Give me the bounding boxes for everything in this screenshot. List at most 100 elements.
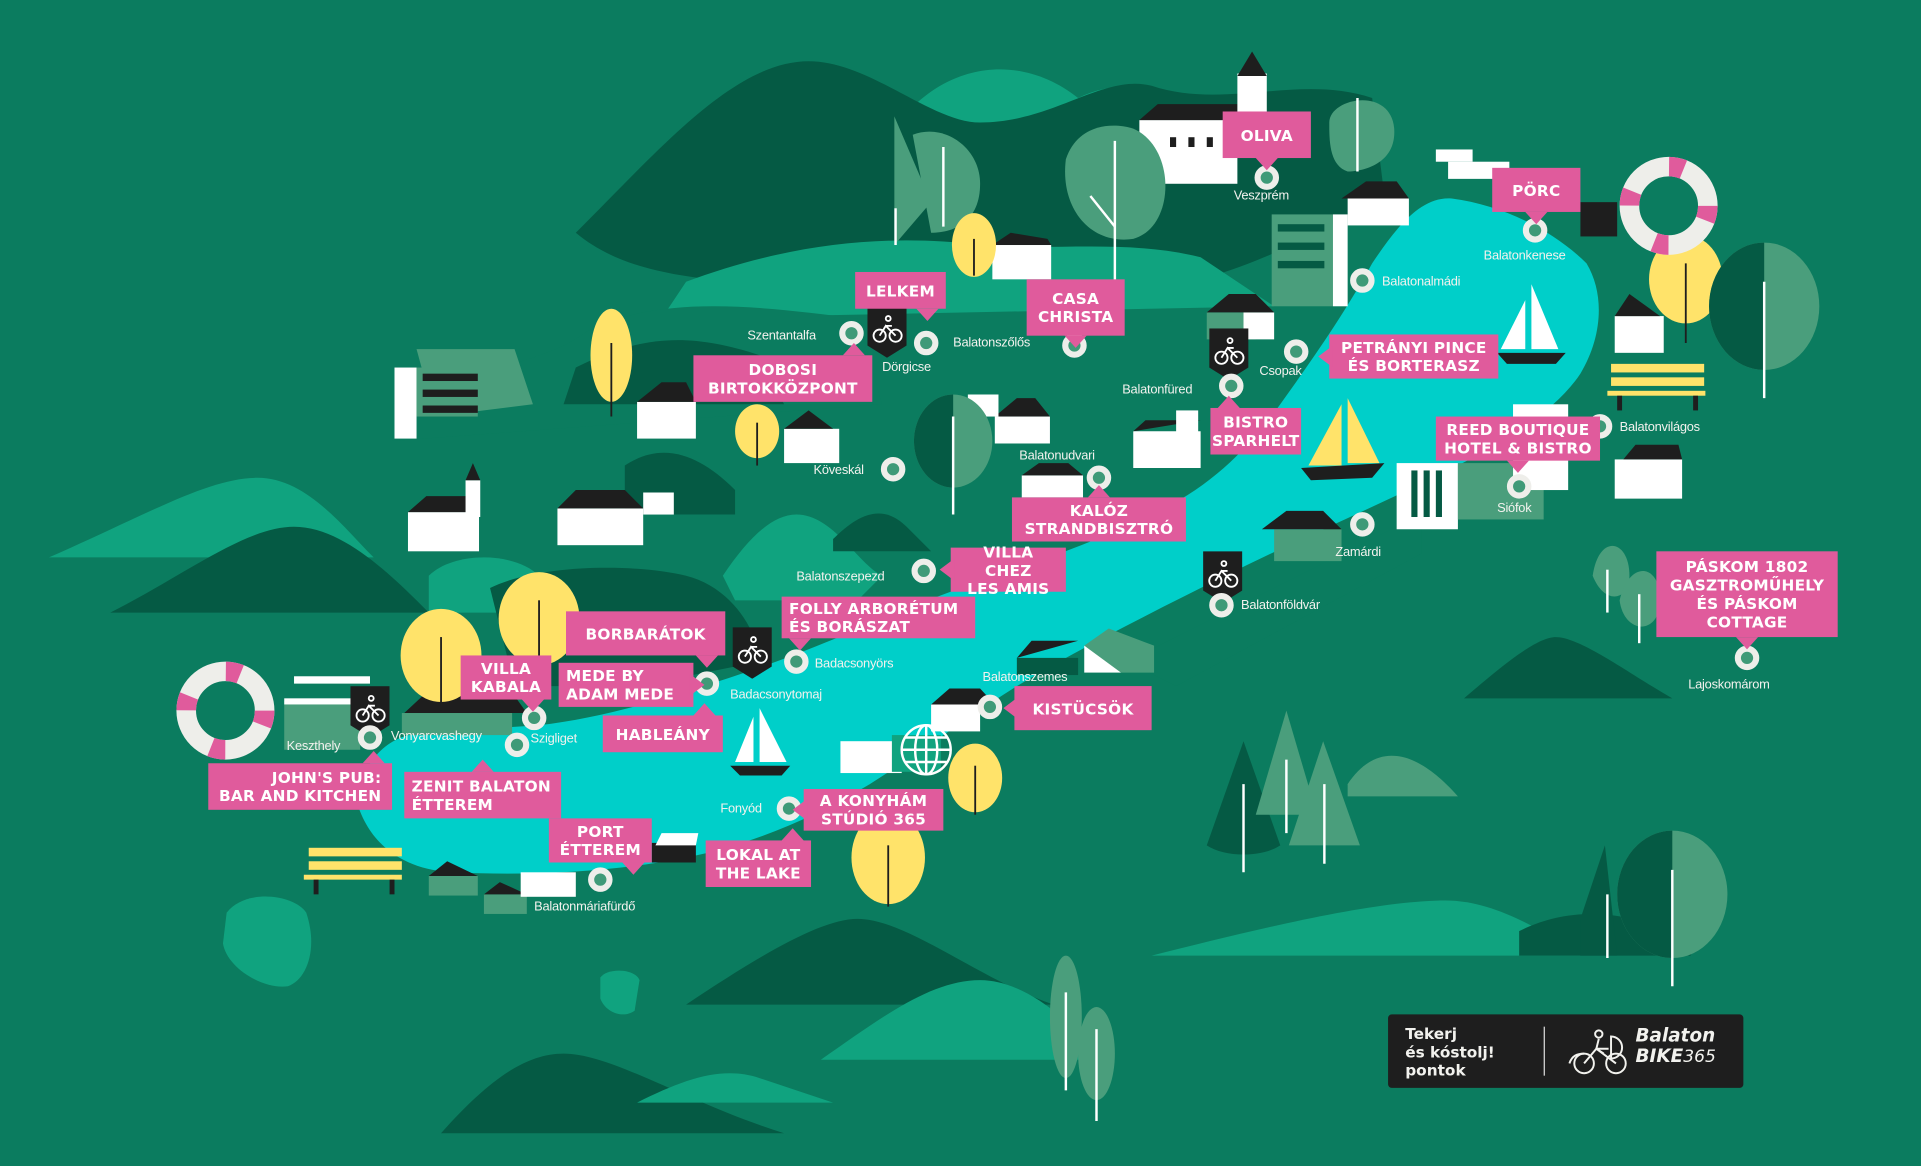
venue-tag-hableany[interactable]: Hableány — [602, 703, 723, 753]
town-marker-icon[interactable] — [1283, 339, 1309, 364]
town-marker-icon[interactable] — [911, 558, 936, 584]
town-label: Balatonszőlős — [953, 335, 1031, 351]
venue-tag-kaloz[interactable]: Kalóz Strandbisztró — [1011, 485, 1186, 542]
venue-tag-petranyi[interactable]: Petrányi Pince és Borterasz — [1318, 334, 1499, 379]
town-label: Siófok — [1497, 501, 1532, 516]
hill — [110, 526, 429, 613]
town-marker-icon[interactable] — [357, 725, 383, 750]
sailboat-icon — [730, 708, 791, 776]
sailboat-icon — [1301, 398, 1385, 481]
town-label: Badacsonytomaj — [730, 687, 822, 702]
town-marker-icon[interactable] — [504, 732, 530, 758]
town-label: Zamárdi — [1335, 545, 1381, 560]
town-label: Vonyarcvashegy — [390, 728, 482, 744]
house-icon — [637, 382, 840, 464]
venue-tag-kistucsok[interactable]: Kistücsök — [1003, 686, 1152, 731]
town-label: Szentantalfa — [747, 328, 816, 344]
town-label: Balatonmáriafürdő — [534, 899, 636, 914]
venue-tag-johns-pub[interactable]: John's Pub: Bar and Kitchen — [208, 751, 393, 810]
tree-icon — [948, 743, 1003, 815]
town-marker-icon[interactable] — [588, 867, 613, 892]
tree-icon — [1619, 571, 1661, 644]
town-label: Veszprém — [1233, 188, 1289, 204]
tree-icon — [498, 572, 580, 666]
house-icon — [1271, 214, 1348, 307]
tree-icon — [1329, 98, 1395, 172]
town-marker-icon[interactable] — [913, 330, 939, 356]
town-label: Badacsonyörs — [814, 656, 894, 672]
venue-tag-oliva[interactable]: Oliva — [1222, 111, 1311, 171]
church-icon — [407, 463, 481, 552]
venue-tag-mede[interactable]: Mede by Adam Mede — [558, 662, 705, 707]
town-label: Balatonkenese — [1483, 248, 1566, 264]
town-marker-icon[interactable] — [1350, 512, 1375, 537]
venue-tag-lelkem[interactable]: Lelkem — [855, 271, 946, 321]
town-label: Balatonalmádi — [1381, 274, 1461, 290]
venue-tag-port-etterem[interactable]: Port Étterem — [548, 818, 652, 875]
tree-icon — [735, 404, 780, 466]
bike-point-icon — [867, 306, 907, 358]
venue-tag-paskom[interactable]: Páskom 1802 Gasztroműhely és Páskom Cott… — [1656, 551, 1838, 650]
tree-icon — [1709, 242, 1820, 399]
town-marker-icon[interactable] — [880, 456, 906, 482]
town-label: Balatonfüred — [1122, 382, 1193, 397]
house-icon — [557, 490, 674, 546]
town-marker-icon[interactable] — [784, 649, 809, 674]
town-label: Balatonföldvár — [1241, 597, 1320, 613]
town-label: Köveskál — [813, 463, 864, 478]
bench-icon — [1607, 363, 1706, 411]
venue-tag-porc[interactable]: Pörc — [1492, 167, 1581, 225]
town-label: Szigliget — [530, 731, 577, 747]
bench-icon — [303, 847, 402, 895]
venue-tag-zenit[interactable]: Zenit Balaton Étterem — [404, 759, 562, 819]
venue-tag-lokal-at-the-lake[interactable]: Lokal at the Lake — [705, 828, 812, 887]
tree-icon — [912, 131, 981, 233]
town-marker-icon[interactable] — [1350, 268, 1375, 293]
tree-icon — [951, 213, 997, 277]
venue-tag-villa-chez-les-amis[interactable]: Villa Chez Les Amis — [939, 542, 1066, 597]
legend-divider — [1543, 1026, 1545, 1076]
town-marker-icon[interactable] — [1209, 592, 1234, 618]
tree-icon — [590, 308, 633, 417]
town-label: Dörgicse — [882, 360, 931, 375]
town-label: Fonyód — [720, 801, 762, 816]
hill — [833, 513, 932, 552]
venue-tag-borbaratok[interactable]: Borbarátok — [566, 611, 726, 668]
tree-icon — [1649, 235, 1723, 344]
house-icon — [1021, 463, 1084, 498]
venue-tag-reed-boutique[interactable]: Reed Boutique Hotel & Bistro — [1435, 416, 1601, 473]
hill — [441, 1053, 785, 1134]
venue-tag-casa-christa[interactable]: Casa Christa — [1026, 279, 1125, 348]
town-label: Balatonszemes — [982, 670, 1068, 685]
tree-icon — [1288, 741, 1360, 864]
venue-tag-bistro-sparhelt[interactable]: Bistro Sparhelt — [1210, 395, 1302, 455]
tree-icon — [1592, 545, 1630, 613]
bike-point-icon — [1209, 328, 1249, 380]
venue-tag-villa-kabala[interactable]: Villa Kabala — [460, 655, 552, 712]
town-label: Balatonvilágos — [1619, 420, 1700, 435]
town-marker-icon[interactable] — [1219, 373, 1244, 399]
house-icon — [394, 349, 533, 439]
house-icon — [1614, 294, 1683, 499]
town-label: Balatonudvari — [1019, 448, 1095, 464]
bike-point-icon — [350, 686, 390, 738]
globe-icon — [900, 724, 952, 776]
hill — [820, 980, 1103, 1060]
town-marker-icon[interactable] — [839, 320, 864, 346]
town-marker-icon[interactable] — [977, 694, 1003, 720]
venue-tag-dobosi[interactable]: Dobosi Birtokközpont — [693, 343, 873, 402]
lifebuoy-icon — [176, 661, 275, 760]
tree-icon — [894, 116, 932, 246]
house-icon — [1261, 510, 1342, 562]
cyclist-logo-icon — [1568, 1029, 1627, 1075]
venue-tag-folly[interactable]: Folly Arborétum és Borászat — [781, 596, 976, 651]
town-marker-icon[interactable] — [1506, 474, 1532, 499]
legend-title: Tekerj és kóstolj! pontok — [1405, 1024, 1495, 1080]
hill — [722, 514, 883, 601]
venue-tag-a-konyham[interactable]: A Konyhám Stúdió 365 — [792, 788, 944, 831]
town-label: Csopak — [1259, 363, 1302, 379]
town-label: Lajoskomárom — [1688, 677, 1770, 693]
